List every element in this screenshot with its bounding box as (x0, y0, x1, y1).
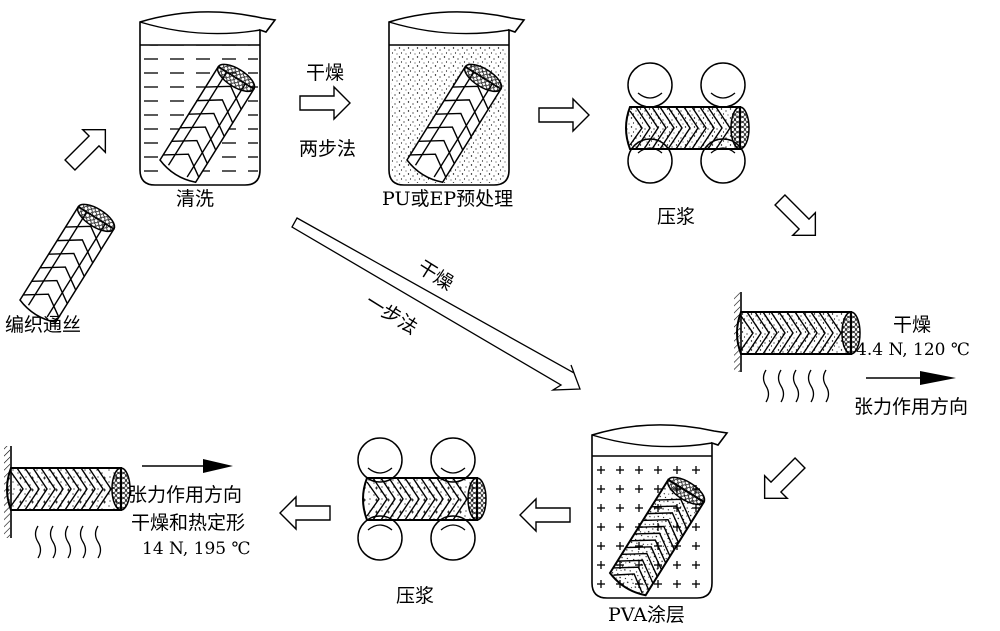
final-params: 14 N, 195 ℃ (142, 539, 251, 559)
pva-coating-beaker (591, 424, 728, 600)
arrow-two-step (299, 86, 351, 120)
two-step-dry-label: 干燥 (306, 62, 345, 84)
arrow-one-step (291, 217, 581, 391)
two-step-label: 两步法 (299, 138, 357, 160)
drying-1-direction-label: 张力作用方向 (854, 396, 969, 418)
cleaning-beaker (139, 11, 276, 187)
final-direction-label: 张力作用方向 (128, 484, 243, 506)
arrow-to-press-2 (519, 498, 571, 532)
arrow-to-pva (752, 450, 813, 511)
pretreatment-beaker (388, 11, 525, 187)
final-heatset-illustration (4, 446, 233, 559)
arrow-to-press-1 (538, 98, 590, 132)
arrow-to-drying (767, 187, 828, 248)
press-2-label: 压浆 (396, 585, 435, 607)
drying-tension-1-illustration (734, 292, 956, 403)
raw-braid-illustration (17, 198, 120, 327)
press-1-illustration (625, 62, 750, 184)
arrow-to-final (279, 496, 331, 530)
pva-coating-label: PVA涂层 (608, 604, 685, 626)
drying-1-title: 干燥 (893, 314, 932, 336)
drying-1-params: 4.4 N, 120 ℃ (856, 340, 970, 360)
pretreatment-label: PU或EP预处理 (382, 188, 514, 210)
arrow-raw-to-clean (57, 117, 118, 178)
press-2-illustration (357, 437, 487, 561)
final-title: 干燥和热定形 (131, 512, 246, 534)
cleaning-label: 清洗 (176, 188, 215, 210)
raw-braid-label: 编织通丝 (5, 314, 82, 336)
press-1-label: 压浆 (657, 206, 696, 228)
